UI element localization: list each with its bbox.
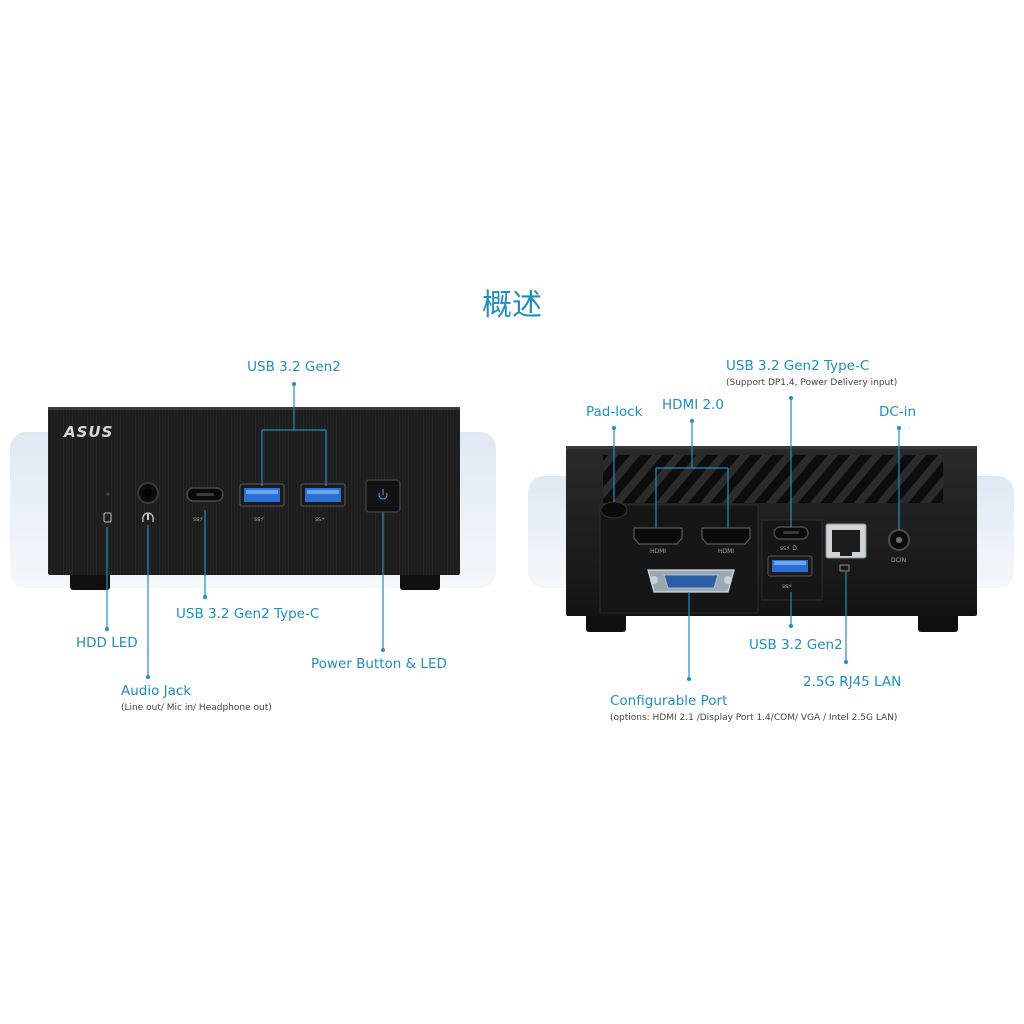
front-usb-a-port-1 — [239, 483, 285, 507]
front-usb-a-mark-1: ss⚡ — [254, 516, 264, 523]
rear-usb-c-mark: ss⚡ D — [780, 545, 797, 552]
rear-lan-port — [825, 523, 867, 559]
rear-vga-port — [647, 569, 735, 593]
padlock-slot — [600, 501, 628, 519]
rear-usb-c-port — [773, 526, 809, 540]
label-power-button: Power Button & LED — [311, 656, 447, 672]
rear-io-plate — [599, 504, 759, 614]
label-rear-usb-gen2: USB 3.2 Gen2 — [749, 637, 843, 653]
rear-hdmi-port-1 — [633, 527, 683, 545]
front-usb-a-port-2 — [300, 483, 346, 507]
front-callouts: USB 3.2 Gen2 USB 3.2 Gen2 Type-C HDD LED… — [76, 359, 447, 713]
asus-logo: ASUS — [63, 423, 113, 441]
lan-icon — [839, 564, 850, 572]
page-title: 概述 — [482, 288, 542, 323]
rear-foot-left — [586, 612, 626, 632]
label-lan: 2.5G RJ45 LAN — [803, 674, 901, 690]
label-dc-in: DC-in — [879, 404, 916, 420]
rear-dc-in-port — [888, 529, 910, 551]
front-usb-a-mark-2: ss⚡ — [315, 516, 325, 523]
rear-usb-a-port — [767, 555, 813, 577]
rear-foot-right — [918, 612, 958, 632]
power-button — [365, 479, 401, 513]
rear-panel: HDMI HDMI ss⚡ D ss⚡ — [528, 446, 1014, 632]
hdd-icon — [103, 512, 112, 523]
label-hdd-led: HDD LED — [76, 635, 138, 651]
rear-top-edge — [566, 446, 977, 449]
label-rear-usb-typec-sub: (Support DP1.4, Power Delivery input) — [726, 378, 897, 388]
power-icon — [378, 489, 388, 500]
label-config-port-sub: (options: HDMI 2.1 /Display Port 1.4/COM… — [610, 713, 897, 723]
rear-callouts: USB 3.2 Gen2 Type-C (Support DP1.4, Powe… — [586, 358, 916, 723]
rear-vent — [603, 455, 943, 503]
audio-jack — [137, 482, 159, 504]
front-usb-c-port — [186, 487, 224, 502]
front-top-edge — [48, 407, 460, 410]
front-panel: ASUS ss⚡ ss⚡ — [10, 407, 496, 590]
rear-hdmi-port-2 — [701, 527, 751, 545]
label-config-port: Configurable Port — [610, 693, 727, 709]
rear-usb-a-mark: ss⚡ — [782, 583, 792, 590]
label-hdmi: HDMI 2.0 — [662, 397, 724, 413]
rear-hdmi-mark-1: HDMI — [650, 548, 666, 555]
label-padlock: Pad-lock — [586, 404, 643, 420]
headset-icon — [142, 512, 154, 522]
label-front-usb-typec: USB 3.2 Gen2 Type-C — [176, 606, 319, 622]
label-audio-jack: Audio Jack — [121, 683, 191, 699]
label-rear-usb-typec: USB 3.2 Gen2 Type-C — [726, 358, 869, 374]
rear-hdmi-mark-2: HDMI — [718, 548, 734, 555]
label-audio-jack-sub: (Line out/ Mic in/ Headphone out) — [121, 703, 272, 713]
hdd-led — [106, 492, 110, 496]
label-front-usb-gen2: USB 3.2 Gen2 — [247, 359, 341, 375]
front-usb-c-mark: ss⚡ — [193, 516, 203, 523]
rear-dc-mark: DCIN — [891, 557, 906, 564]
